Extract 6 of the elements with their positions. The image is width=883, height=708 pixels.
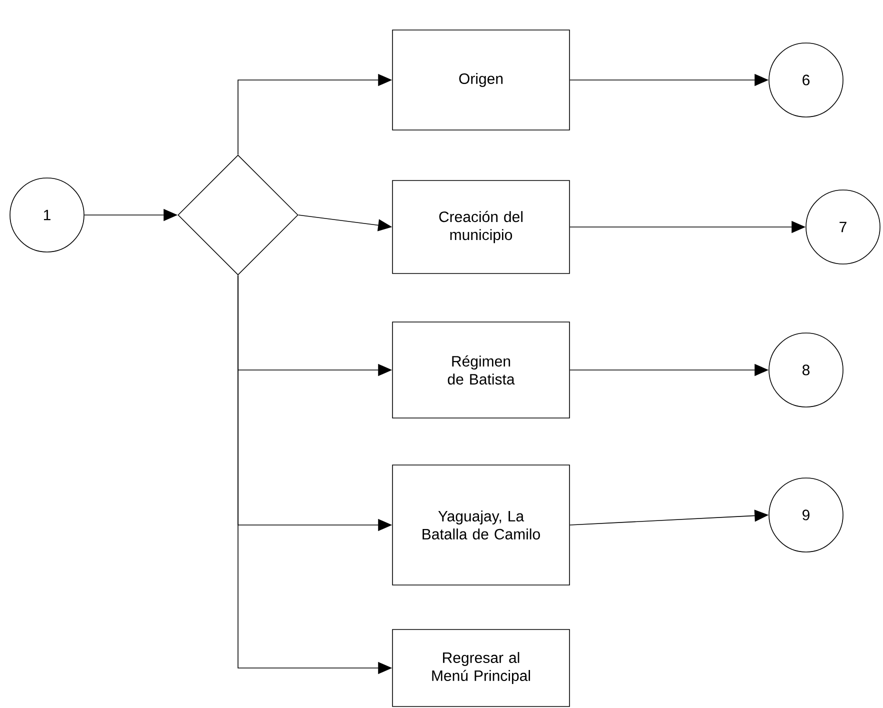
- process-box: Régimen de Batista: [392, 322, 570, 418]
- process-box: Creación del municipio: [392, 180, 570, 274]
- decision-diamond: [178, 154, 298, 276]
- process-box: Origen: [392, 30, 570, 130]
- process-box: Regresar al Menú Principal: [392, 629, 570, 707]
- process-box: Yaguajay, La Batalla de Camilo: [392, 464, 570, 586]
